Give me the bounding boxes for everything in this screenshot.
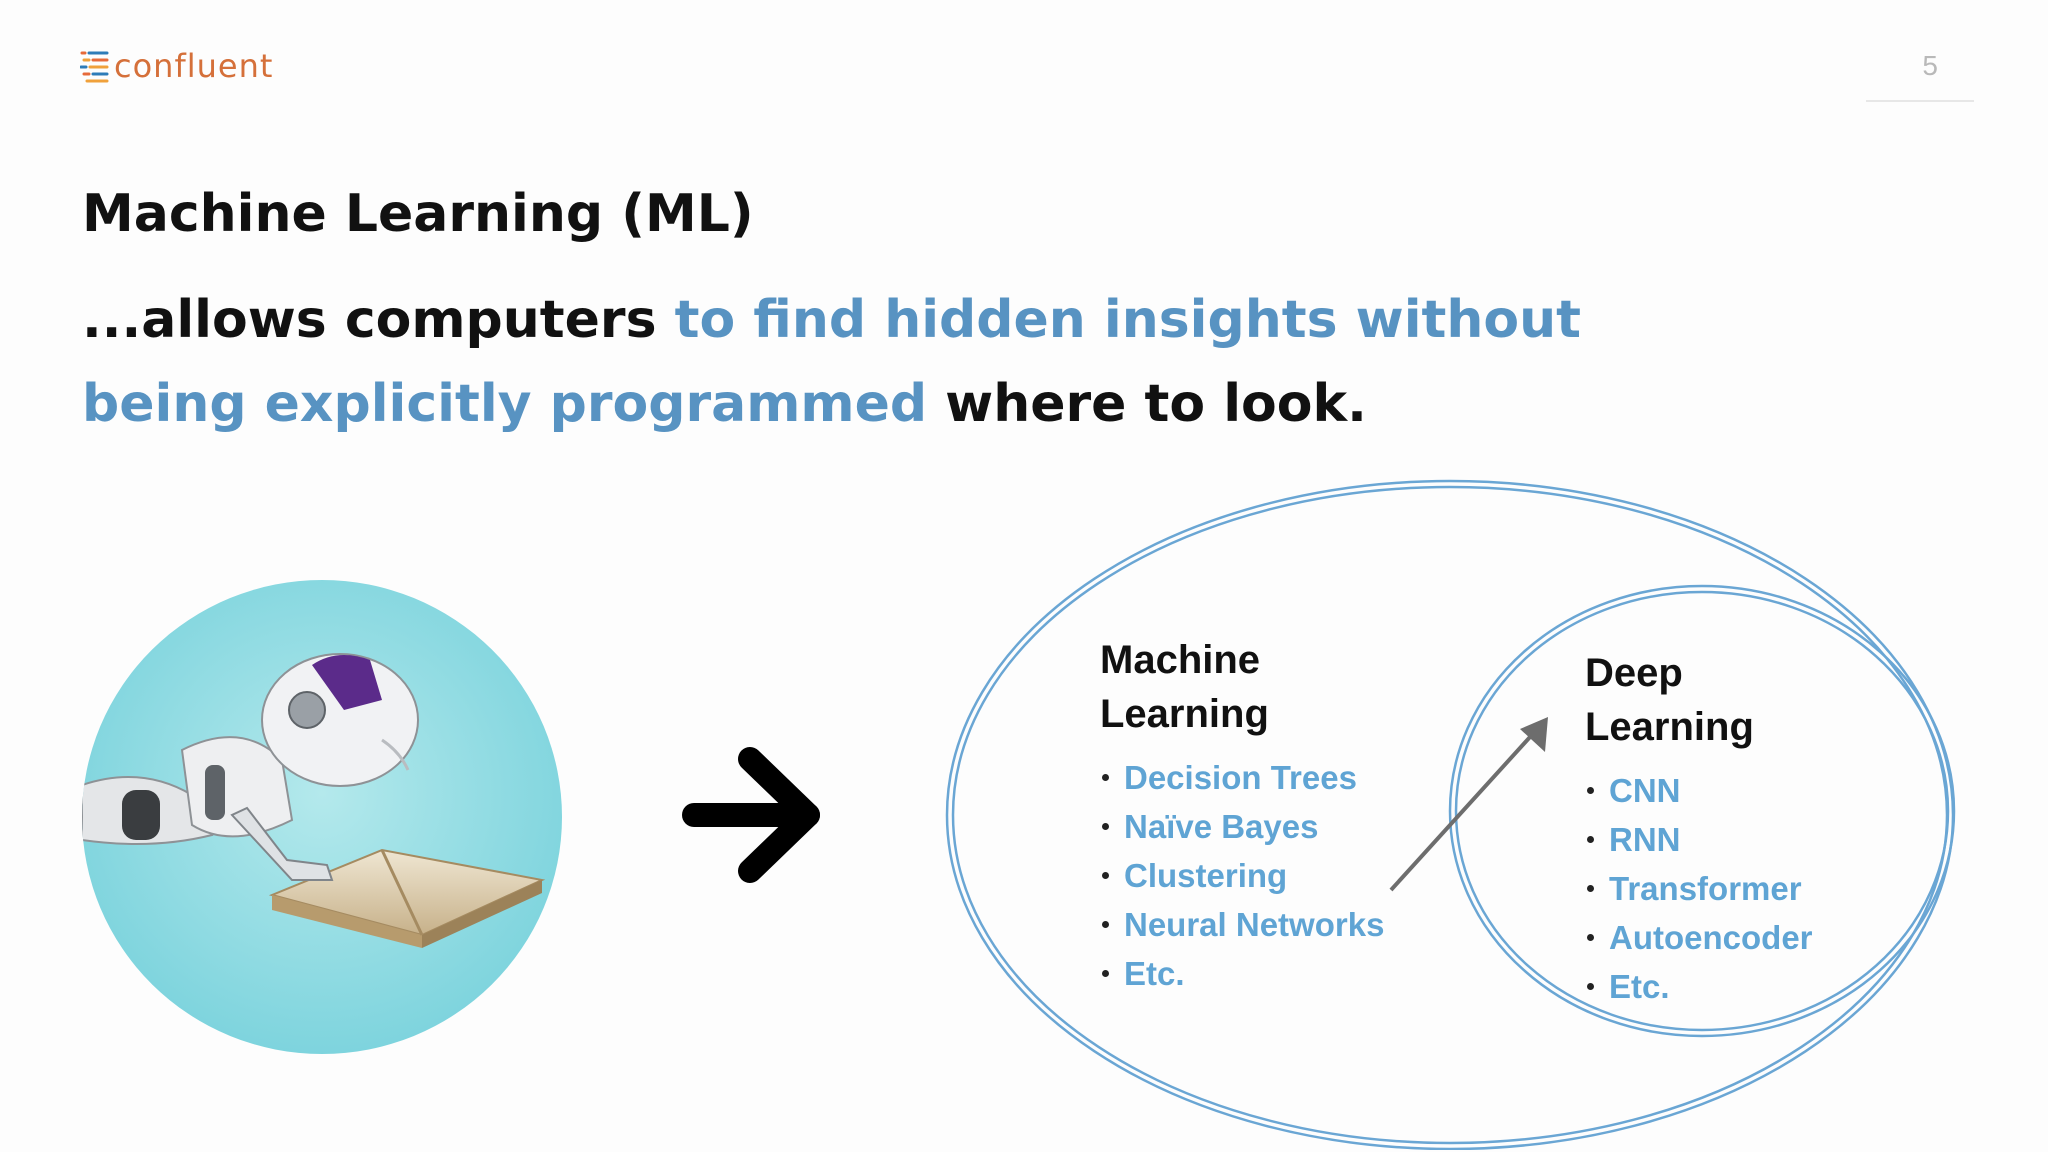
- deep-learning-title: Deep Learning: [1585, 646, 1805, 754]
- list-item: Etc.: [1585, 962, 1813, 1011]
- list-item: Autoencoder: [1585, 913, 1813, 962]
- deep-learning-list: CNN RNN Transformer Autoencoder Etc.: [1585, 766, 1813, 1011]
- machine-learning-list: Decision Trees Naïve Bayes Clustering Ne…: [1100, 753, 1384, 998]
- deep-learning-title-line-1: Deep: [1585, 646, 1805, 700]
- slide-subtitle: ...allows computers to find hidden insig…: [82, 278, 1582, 446]
- ml-dl-venn-diagram: Machine Learning Decision Trees Naïve Ba…: [940, 470, 1960, 1150]
- page-number-rule: [1866, 100, 1974, 102]
- slide-title: Machine Learning (ML): [82, 188, 754, 240]
- machine-learning-title: Machine Learning: [1100, 633, 1320, 741]
- list-item: Clustering: [1100, 851, 1384, 900]
- machine-learning-title-line-2: Learning: [1100, 687, 1320, 741]
- right-arrow-icon: [680, 745, 830, 899]
- page-number: 5: [1922, 50, 1938, 82]
- machine-learning-title-line-1: Machine: [1100, 633, 1320, 687]
- subtitle-part-1: ...allows computers: [82, 290, 675, 350]
- confluent-logo-icon: [80, 44, 110, 88]
- subtitle-part-3: where to look.: [927, 374, 1367, 434]
- list-item: Naïve Bayes: [1100, 802, 1384, 851]
- deep-learning-title-line-2: Learning: [1585, 700, 1805, 754]
- list-item: Neural Networks: [1100, 900, 1384, 949]
- diagonal-arrow-icon: [1391, 717, 1548, 890]
- list-item: Decision Trees: [1100, 753, 1384, 802]
- list-item: Etc.: [1100, 949, 1384, 998]
- list-item: Transformer: [1585, 864, 1813, 913]
- list-item: CNN: [1585, 766, 1813, 815]
- list-item: RNN: [1585, 815, 1813, 864]
- confluent-logo: confluent: [80, 44, 273, 88]
- logo-text: confluent: [114, 50, 273, 82]
- robot-reading-book-image: [82, 580, 562, 1055]
